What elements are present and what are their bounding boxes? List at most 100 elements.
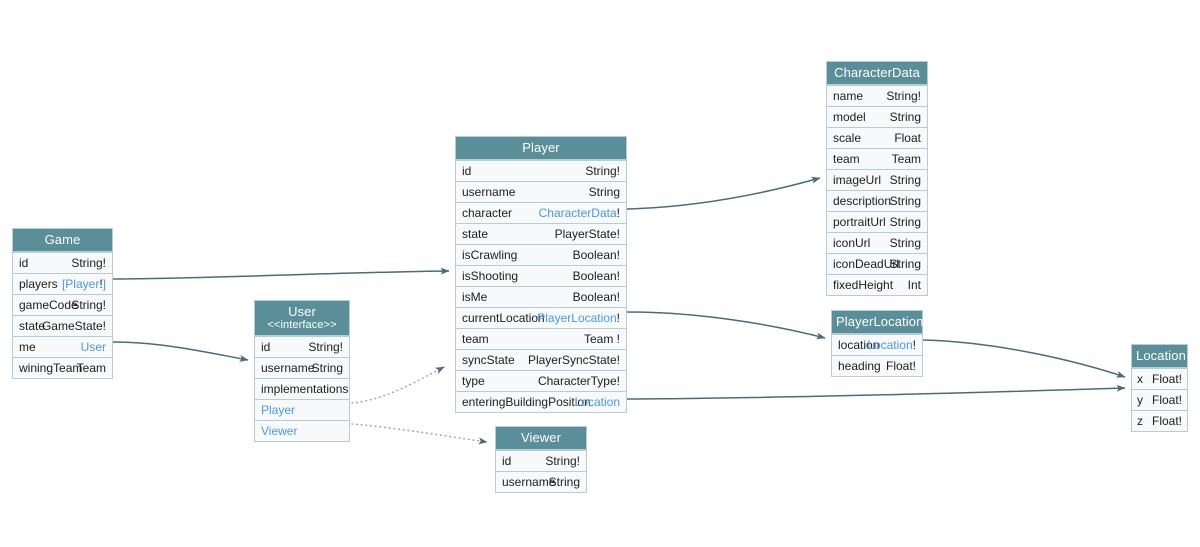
field-row[interactable]: state PlayerState!	[456, 223, 626, 244]
field-type: String!	[545, 454, 580, 468]
field-name: username	[462, 185, 516, 199]
field-row[interactable]: iconUrl String	[827, 232, 927, 253]
field-row[interactable]: imageUrl String	[827, 169, 927, 190]
field-row[interactable]: portraitUrl String	[827, 211, 927, 232]
field-row[interactable]: team Team	[827, 148, 927, 169]
field-row[interactable]: heading Float!	[832, 355, 922, 376]
class-title-playerlocation: PlayerLocation	[832, 311, 923, 334]
class-box-playerlocation[interactable]: PlayerLocation location Location! headin…	[831, 310, 923, 377]
field-name: syncState	[462, 353, 515, 367]
field-type: String	[889, 215, 921, 229]
field-row[interactable]: syncState PlayerSyncState!	[456, 349, 626, 370]
field-type: String	[889, 173, 921, 187]
field-type: Team !	[583, 332, 620, 346]
field-row[interactable]: fixedHeight Int	[827, 274, 927, 295]
field-type: String	[889, 194, 921, 208]
field-row[interactable]: id String!	[255, 336, 349, 357]
field-name: description	[833, 194, 892, 208]
edge-player-character-to-characterdata	[626, 176, 821, 210]
field-row[interactable]: currentLocation PlayerLocation!	[456, 307, 626, 328]
implementation-name: Viewer	[261, 424, 298, 438]
field-row[interactable]: location Location!	[832, 334, 922, 355]
field-name: fixedHeight	[833, 278, 894, 292]
field-name: currentLocation	[462, 311, 545, 325]
class-title-location: Location	[1132, 345, 1187, 368]
field-type: Team	[891, 152, 921, 166]
class-box-user[interactable]: User <<interface>> id String! username S…	[254, 300, 350, 442]
field-row[interactable]: type CharacterType!	[456, 370, 626, 391]
edge-player-currentlocation-to-playerlocation	[626, 311, 826, 340]
field-name: character	[462, 206, 513, 220]
edge-game-players-to-player	[112, 267, 450, 280]
implementation-item-viewer[interactable]: Viewer	[255, 420, 349, 441]
field-type: String!	[886, 89, 921, 103]
field-row[interactable]: id String!	[496, 450, 586, 471]
field-row[interactable]: scale Float	[827, 127, 927, 148]
field-name: imageUrl	[833, 173, 882, 187]
class-box-player[interactable]: Player id String! username String charac…	[455, 136, 627, 413]
field-type: String	[889, 257, 921, 271]
class-title-player: Player	[456, 137, 626, 160]
field-type: Float!	[885, 359, 916, 373]
field-row[interactable]: isCrawling Boolean!	[456, 244, 626, 265]
field-row[interactable]: description String	[827, 190, 927, 211]
field-row[interactable]: z Float!	[1132, 410, 1187, 431]
field-row[interactable]: username String	[255, 357, 349, 378]
field-row[interactable]: me User	[13, 336, 112, 357]
field-name: isShooting	[462, 269, 519, 283]
field-row[interactable]: gameCode String!	[13, 294, 112, 315]
field-type: Float!	[1151, 414, 1182, 428]
edge-player-enteringbuildingposition-to-location	[626, 384, 1126, 400]
field-name: type	[462, 374, 485, 388]
field-row[interactable]: username String	[496, 471, 586, 492]
field-row[interactable]: character CharacterData!	[456, 202, 626, 223]
field-row[interactable]: isShooting Boolean!	[456, 265, 626, 286]
field-row[interactable]: id String!	[456, 160, 626, 181]
class-box-characterdata[interactable]: CharacterData name String! model String …	[826, 61, 928, 296]
field-name: username	[502, 475, 556, 489]
field-name: id	[19, 256, 29, 270]
implementations-header: implementations	[255, 378, 349, 399]
class-box-viewer[interactable]: Viewer id String! username String	[495, 426, 587, 493]
field-row[interactable]: enteringBuildingPosition Location	[456, 391, 626, 412]
field-name: id	[462, 164, 472, 178]
edge-playerlocation-location-to-location	[922, 339, 1126, 378]
field-row[interactable]: iconDeadUrl String	[827, 253, 927, 274]
field-row[interactable]: y Float!	[1132, 389, 1187, 410]
field-type: PlayerState!	[554, 227, 620, 241]
field-row[interactable]: state GameState!	[13, 315, 112, 336]
implementation-item-player[interactable]: Player	[255, 399, 349, 420]
field-type: Boolean!	[572, 290, 620, 304]
field-row[interactable]: username String	[456, 181, 626, 202]
field-row[interactable]: players [Player!]	[13, 273, 112, 294]
field-type: String	[311, 361, 343, 375]
field-type: String!	[585, 164, 620, 178]
field-type: PlayerLocation!	[537, 311, 620, 325]
field-name: id	[261, 340, 271, 354]
class-box-location[interactable]: Location x Float! y Float! z Float!	[1131, 344, 1188, 432]
field-type: Int	[907, 278, 921, 292]
field-type: User	[80, 340, 106, 354]
field-name: enteringBuildingPosition	[462, 395, 591, 409]
class-title-game: Game	[13, 229, 112, 252]
field-type: String!	[71, 298, 106, 312]
class-stereotype: <<interface>>	[267, 319, 337, 331]
field-name: x	[1137, 372, 1143, 386]
class-box-game[interactable]: Game id String! players [Player!] gameCo…	[12, 228, 113, 379]
field-row[interactable]: isMe Boolean!	[456, 286, 626, 307]
field-row[interactable]: model String	[827, 106, 927, 127]
field-row[interactable]: id String!	[13, 252, 112, 273]
field-name: gameCode	[19, 298, 78, 312]
field-row[interactable]: name String!	[827, 85, 927, 106]
field-type: String	[548, 475, 580, 489]
field-type: GameState!	[41, 319, 106, 333]
field-row[interactable]: team Team !	[456, 328, 626, 349]
field-name: team	[462, 332, 489, 346]
field-type: Location!	[867, 338, 916, 352]
field-type: Float!	[1151, 372, 1182, 386]
field-type: PlayerSyncState!	[527, 353, 620, 367]
field-row[interactable]: winingTeam Team	[13, 357, 112, 378]
field-row[interactable]: x Float!	[1132, 368, 1187, 389]
field-name: name	[833, 89, 864, 103]
